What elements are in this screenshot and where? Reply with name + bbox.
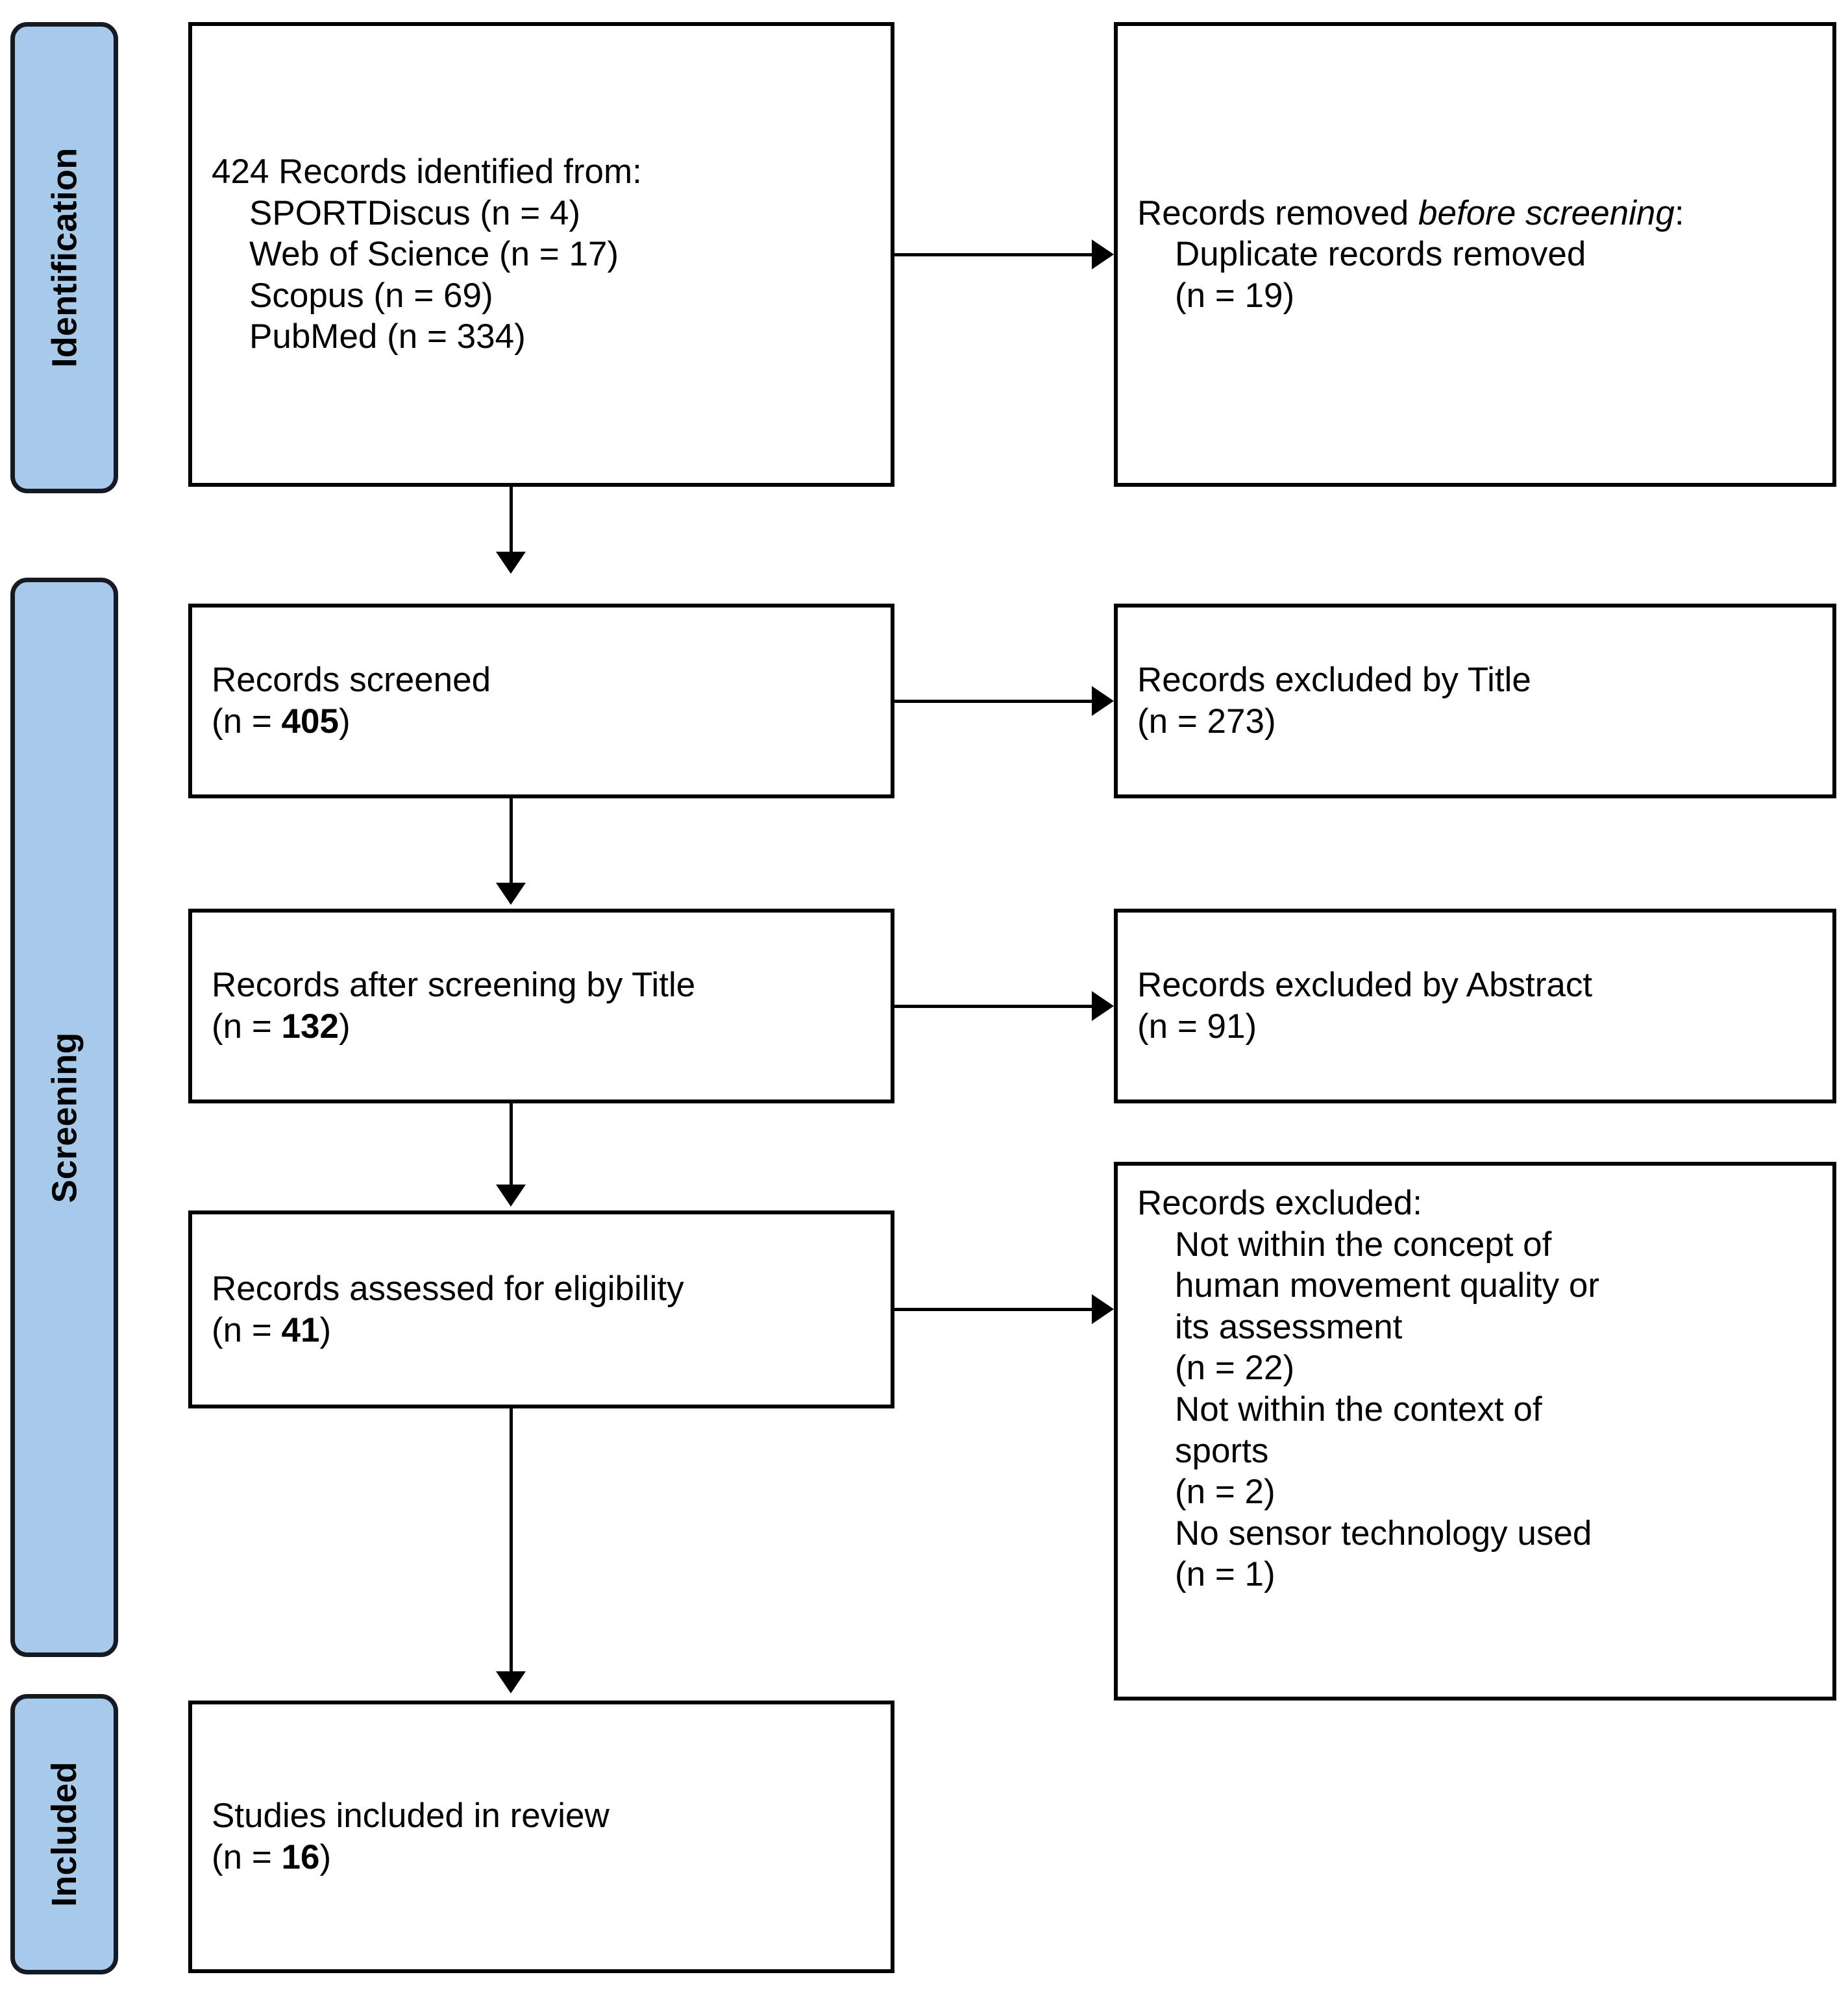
studies-included-count: (n = 16) [212, 1838, 332, 1876]
stage-label-screening: Screening [45, 1032, 84, 1203]
arrowhead-identified-to-screened [496, 552, 526, 574]
excluded-by-abstract-count: (n = 91) [1137, 1007, 1257, 1046]
box-excluded-by-title-text: Records excluded by Title (n = 273) [1118, 659, 1832, 742]
excluded-by-title-label: Records excluded by Title [1137, 661, 1531, 700]
excluded-by-title-count: (n = 273) [1137, 702, 1276, 741]
records-screened-label: Records screened [212, 661, 491, 700]
after-screening-title-count: (n = 132) [212, 1007, 351, 1046]
stage-bar-included: Included [10, 1694, 118, 1974]
connector-after-title-to-excluded-abstract [894, 1005, 1094, 1008]
box-records-removed-before-screening: Records removed before screening: Duplic… [1114, 22, 1836, 487]
records-excluded-title: Records excluded: [1137, 1184, 1422, 1222]
box-records-removed-text: Records removed before screening: Duplic… [1118, 193, 1832, 317]
box-records-after-screening-title: Records after screening by Title (n = 13… [188, 909, 894, 1103]
studies-included-label: Studies included in review [212, 1797, 610, 1836]
box-records-assessed-eligibility: Records assessed for eligibility (n = 41… [188, 1210, 894, 1408]
box-records-excluded-reasons: Records excluded: Not within the concept… [1114, 1162, 1836, 1701]
stage-label-included: Included [45, 1762, 84, 1907]
arrowhead-assessed-to-excluded-reasons [1092, 1294, 1114, 1324]
reason-1-line-3: its assessment [1175, 1307, 1403, 1346]
excluded-by-abstract-label: Records excluded by Abstract [1137, 966, 1593, 1005]
connector-screened-to-excluded-title [894, 700, 1094, 703]
reason-2-line-2: sports [1175, 1431, 1269, 1470]
after-screening-title-label: Records after screening by Title [212, 966, 696, 1005]
reason-1-line-2: human movement quality or [1175, 1266, 1599, 1305]
arrowhead-assessed-to-included [496, 1671, 526, 1693]
records-identified-title: 424 Records identified from: [212, 153, 642, 191]
arrowhead-identified-to-removed [1092, 240, 1114, 269]
box-records-identified-text: 424 Records identified from: SPORTDiscus… [192, 151, 891, 358]
reason-1-line-1: Not within the concept of [1175, 1225, 1552, 1264]
reason-1-count: (n = 22) [1175, 1349, 1295, 1388]
source-web-of-science: Web of Science (n = 17) [249, 235, 619, 274]
stage-bar-screening: Screening [10, 578, 118, 1657]
box-records-identified: 424 Records identified from: SPORTDiscus… [188, 22, 894, 487]
box-records-screened: Records screened (n = 405) [188, 604, 894, 798]
reason-2-count: (n = 2) [1175, 1473, 1275, 1512]
box-excluded-by-abstract-text: Records excluded by Abstract (n = 91) [1118, 964, 1832, 1047]
reason-2-line-1: Not within the context of [1175, 1390, 1542, 1429]
source-scopus: Scopus (n = 69) [249, 276, 493, 315]
arrowhead-screened-to-excluded-title [1092, 686, 1114, 716]
box-records-excluded-by-title: Records excluded by Title (n = 273) [1114, 604, 1836, 798]
box-records-excluded-by-abstract: Records excluded by Abstract (n = 91) [1114, 909, 1836, 1103]
box-studies-included: Studies included in review (n = 16) [188, 1701, 894, 1973]
arrowhead-screened-to-after-title [496, 883, 526, 905]
box-after-screening-title-text: Records after screening by Title (n = 13… [192, 964, 891, 1047]
records-screened-count: (n = 405) [212, 702, 351, 741]
source-sportdiscus: SPORTDiscus (n = 4) [249, 193, 581, 232]
connector-identified-to-screened [510, 487, 513, 555]
connector-screened-to-after-title [510, 798, 513, 886]
arrowhead-after-title-to-assessed [496, 1185, 526, 1207]
stage-label-identification: Identification [45, 147, 84, 368]
source-pubmed: PubMed (n = 334) [249, 317, 526, 356]
box-assessed-eligibility-text: Records assessed for eligibility (n = 41… [192, 1268, 891, 1351]
duplicate-records-removed-count: (n = 19) [1175, 276, 1295, 315]
assessed-eligibility-count: (n = 41) [212, 1310, 332, 1349]
records-removed-title: Records removed before screening: [1137, 193, 1684, 232]
reason-3-count: (n = 1) [1175, 1555, 1275, 1594]
records-removed-title-italic: before screening [1418, 193, 1675, 232]
box-records-excluded-reasons-text: Records excluded: Not within the concept… [1118, 1166, 1832, 1595]
connector-assessed-to-included [510, 1408, 513, 1675]
stage-bar-identification: Identification [10, 22, 118, 493]
box-records-screened-text: Records screened (n = 405) [192, 659, 891, 742]
connector-after-title-to-assessed [510, 1103, 513, 1188]
connector-assessed-to-excluded-reasons [894, 1308, 1094, 1311]
reason-3-line-1: No sensor technology used [1175, 1514, 1592, 1553]
arrowhead-after-title-to-excluded-abstract [1092, 991, 1114, 1021]
connector-identified-to-removed [894, 253, 1094, 256]
box-studies-included-text: Studies included in review (n = 16) [192, 1795, 891, 1878]
assessed-eligibility-label: Records assessed for eligibility [212, 1269, 684, 1308]
duplicate-records-removed-label: Duplicate records removed [1175, 235, 1586, 274]
